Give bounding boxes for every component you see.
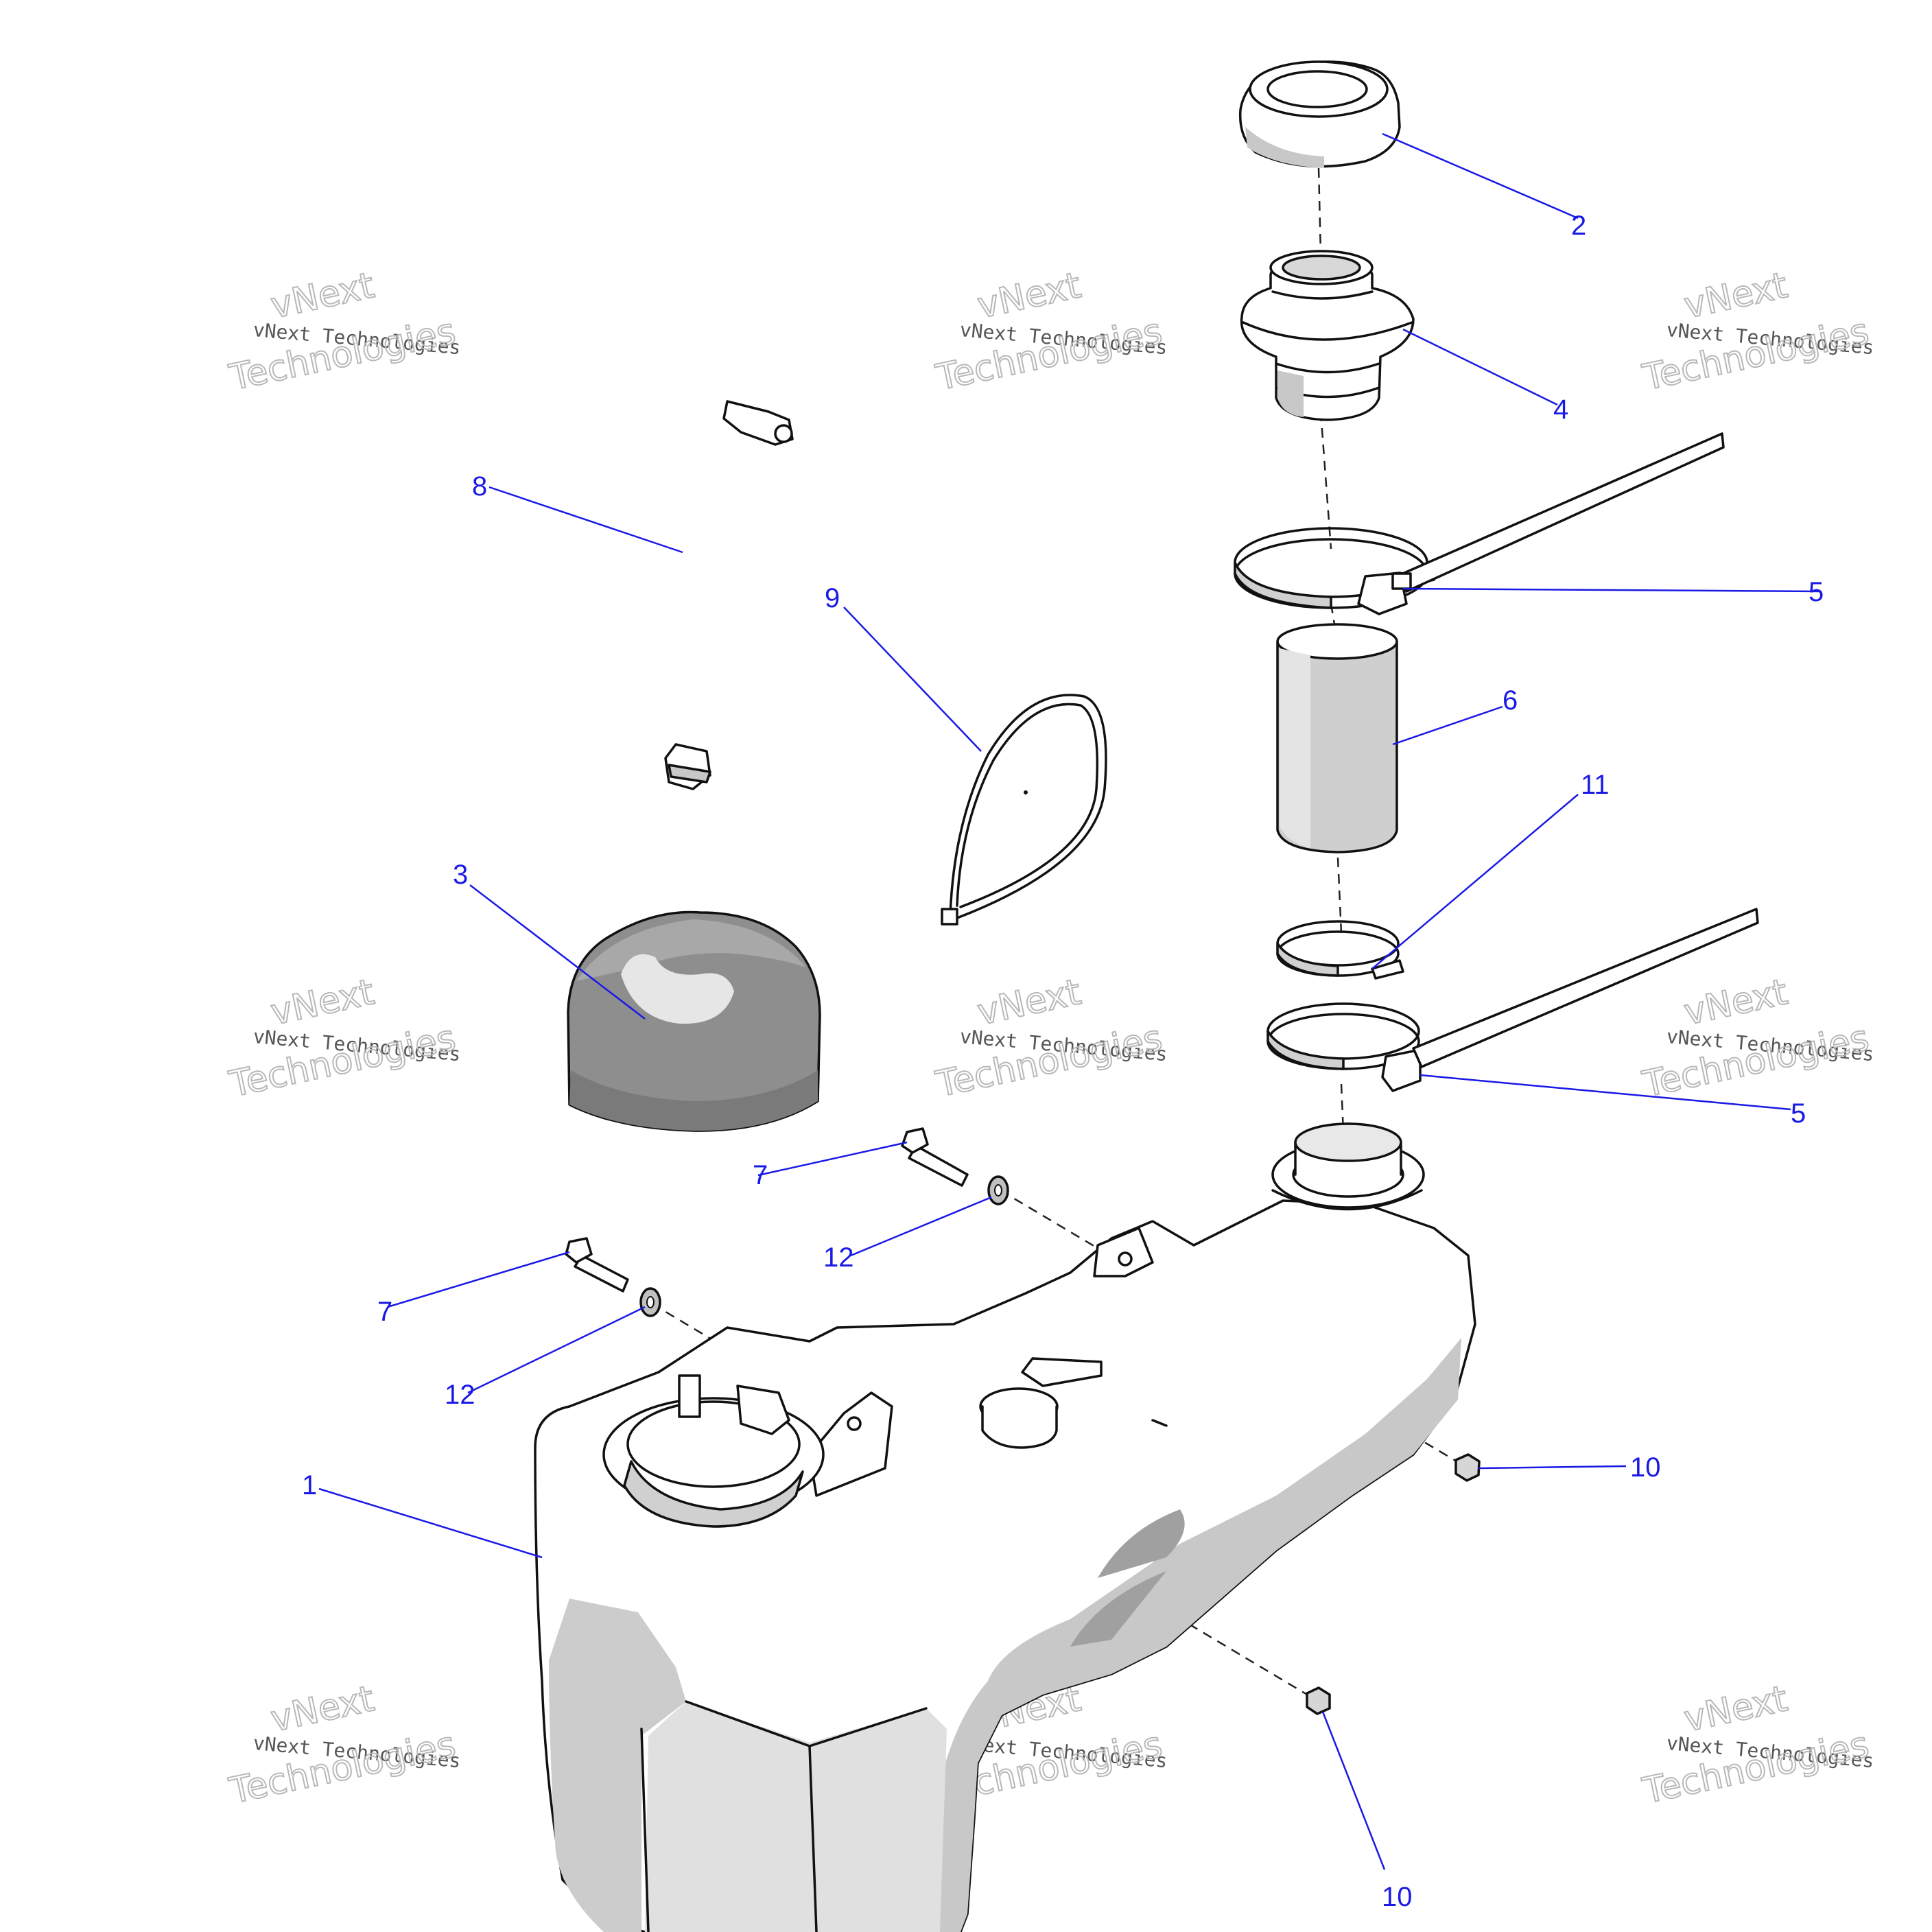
callout-labels: 2 4 5 6 8 9 11 3 5 7 12 7 12 1 10 10 bbox=[302, 211, 1824, 1912]
callout-12: 12 bbox=[445, 1380, 475, 1410]
part-12-washer-a bbox=[987, 1175, 1009, 1205]
watermark-big-1: vNext bbox=[268, 971, 378, 1033]
part-5-clamp-lower bbox=[1267, 908, 1759, 1092]
watermark: vNext vNext Technologies Technologies bbox=[1638, 971, 1875, 1106]
callout-7: 7 bbox=[753, 1160, 768, 1190]
part-10-nut-a bbox=[1454, 1453, 1481, 1482]
callout-1: 1 bbox=[302, 1470, 317, 1500]
watermark-big-1: vNext bbox=[1681, 1678, 1791, 1740]
callout-2: 2 bbox=[1571, 211, 1586, 241]
watermark: vNext vNext Technologies Technologies bbox=[1638, 264, 1875, 399]
watermark-big-1: vNext bbox=[268, 265, 378, 327]
part-3-foam-block bbox=[567, 910, 821, 1132]
callout-8: 8 bbox=[472, 471, 487, 502]
watermark-big-1: vNext bbox=[974, 265, 1085, 327]
part-7-bolt-a bbox=[901, 1127, 969, 1187]
watermark: vNext vNext Technologies Technologies bbox=[1638, 1677, 1875, 1813]
part-11-small-clamp bbox=[1276, 920, 1404, 980]
callout-6: 6 bbox=[1503, 685, 1518, 716]
watermark: vNext vNext Technologies Technologies bbox=[225, 971, 462, 1106]
part-12-washer-b bbox=[639, 1287, 661, 1317]
watermark: vNext vNext Technologies Technologies bbox=[225, 1677, 462, 1813]
part-4-filler-neck bbox=[1240, 250, 1415, 421]
callout-5: 5 bbox=[1791, 1098, 1806, 1129]
watermark: vNext vNext Technologies Technologies bbox=[932, 264, 1168, 399]
callout-9: 9 bbox=[825, 583, 840, 613]
part-5-clamp-upper bbox=[1234, 432, 1725, 615]
callout-7: 7 bbox=[377, 1297, 392, 1327]
watermark: vNext vNext Technologies Technologies bbox=[225, 264, 462, 399]
watermark-big-1: vNext bbox=[1681, 971, 1791, 1033]
watermark-big-1: vNext bbox=[974, 971, 1085, 1033]
watermark: vNext vNext Technologies Technologies bbox=[932, 971, 1168, 1106]
part-8-vent-tube bbox=[635, 400, 794, 790]
watermark-big-1: vNext bbox=[268, 1678, 378, 1740]
callout-4: 4 bbox=[1553, 394, 1568, 425]
callout-3: 3 bbox=[453, 860, 468, 890]
callout-10: 10 bbox=[1630, 1452, 1661, 1483]
callout-12: 12 bbox=[823, 1242, 854, 1273]
watermark-big-1: vNext bbox=[1681, 265, 1791, 327]
part-9-strap bbox=[941, 694, 1107, 926]
leader-lines bbox=[318, 132, 1822, 1870]
part-2-filler-cap bbox=[1238, 60, 1401, 168]
callout-10: 10 bbox=[1382, 1882, 1413, 1912]
part-7-bolt-b bbox=[565, 1237, 629, 1293]
part-10-nut-b bbox=[1306, 1686, 1331, 1715]
part-1-fuel-tank bbox=[534, 1122, 1476, 1932]
callout-5: 5 bbox=[1809, 577, 1824, 607]
callout-11: 11 bbox=[1581, 770, 1610, 800]
part-6-hose bbox=[1276, 623, 1398, 853]
